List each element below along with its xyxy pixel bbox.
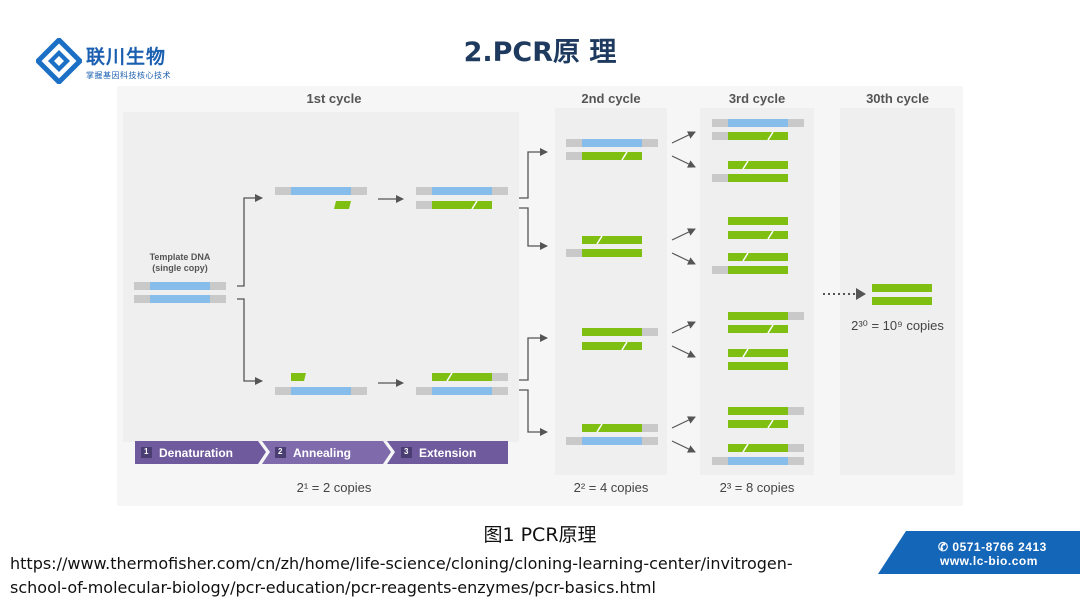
contact-phone: ✆ 0571-8766 2413 (938, 540, 1047, 554)
source-url[interactable]: https://www.thermofisher.com/cn/zh/home/… (10, 552, 870, 600)
figure-caption: 图1 PCR原理 (483, 524, 597, 546)
copies-3rd-cycle: 2³ = 8 copies (719, 480, 795, 495)
thirtieth-cycle-strand-top (872, 284, 932, 292)
copies-1st-cycle: 2¹ = 2 copies (296, 480, 372, 495)
column-heading-3rd-cycle: 3rd cycle (728, 91, 786, 106)
column-heading-1st-cycle: 1st cycle (306, 91, 362, 106)
contact-banner-shape (878, 531, 1080, 574)
brand-logo-icon (36, 38, 82, 84)
step-label: Extension (419, 446, 477, 460)
brand-name: 联川生物 (86, 46, 167, 68)
step-label: Annealing (293, 446, 352, 460)
step-number: 2 (278, 447, 283, 456)
template-dna-label-line1: Template DNA (149, 252, 211, 262)
step-label: Denaturation (159, 446, 234, 460)
contact-website[interactable]: www.lc-bio.com (940, 554, 1038, 568)
template-dna-label-line2: (single copy) (152, 263, 208, 273)
source-url-line1[interactable]: https://www.thermofisher.com/cn/zh/home/… (10, 554, 793, 573)
column-heading-30th-cycle: 30th cycle (866, 91, 929, 106)
copies-2nd-cycle: 2² = 4 copies (573, 480, 649, 495)
panel-2nd-cycle (555, 108, 667, 475)
template-dna (134, 282, 226, 303)
template-dna-label: Template DNA (single copy) (130, 252, 230, 274)
third-cycle-products (712, 119, 804, 465)
step-number: 3 (404, 447, 409, 456)
slide-title: 2.PCR原 理 (463, 37, 617, 68)
column-heading-2nd-cycle: 2nd cycle (581, 91, 641, 106)
pcr-step-bar (135, 441, 508, 464)
step-number: 1 (144, 447, 149, 456)
brand-logo: 联川生物 掌握基因科技核心技术 (36, 38, 186, 86)
second-cycle-products (566, 139, 658, 445)
source-url-line2[interactable]: school-of-molecular-biology/pcr-educatio… (10, 578, 656, 597)
copies-30th-cycle: 2³⁰ = 10⁹ copies (851, 318, 944, 333)
contact-banner: ✆ 0571-8766 2413 www.lc-bio.com (878, 531, 1080, 574)
brand-tagline: 掌握基因科技核心技术 (86, 71, 171, 80)
thirtieth-cycle-strand-bottom (872, 297, 932, 305)
